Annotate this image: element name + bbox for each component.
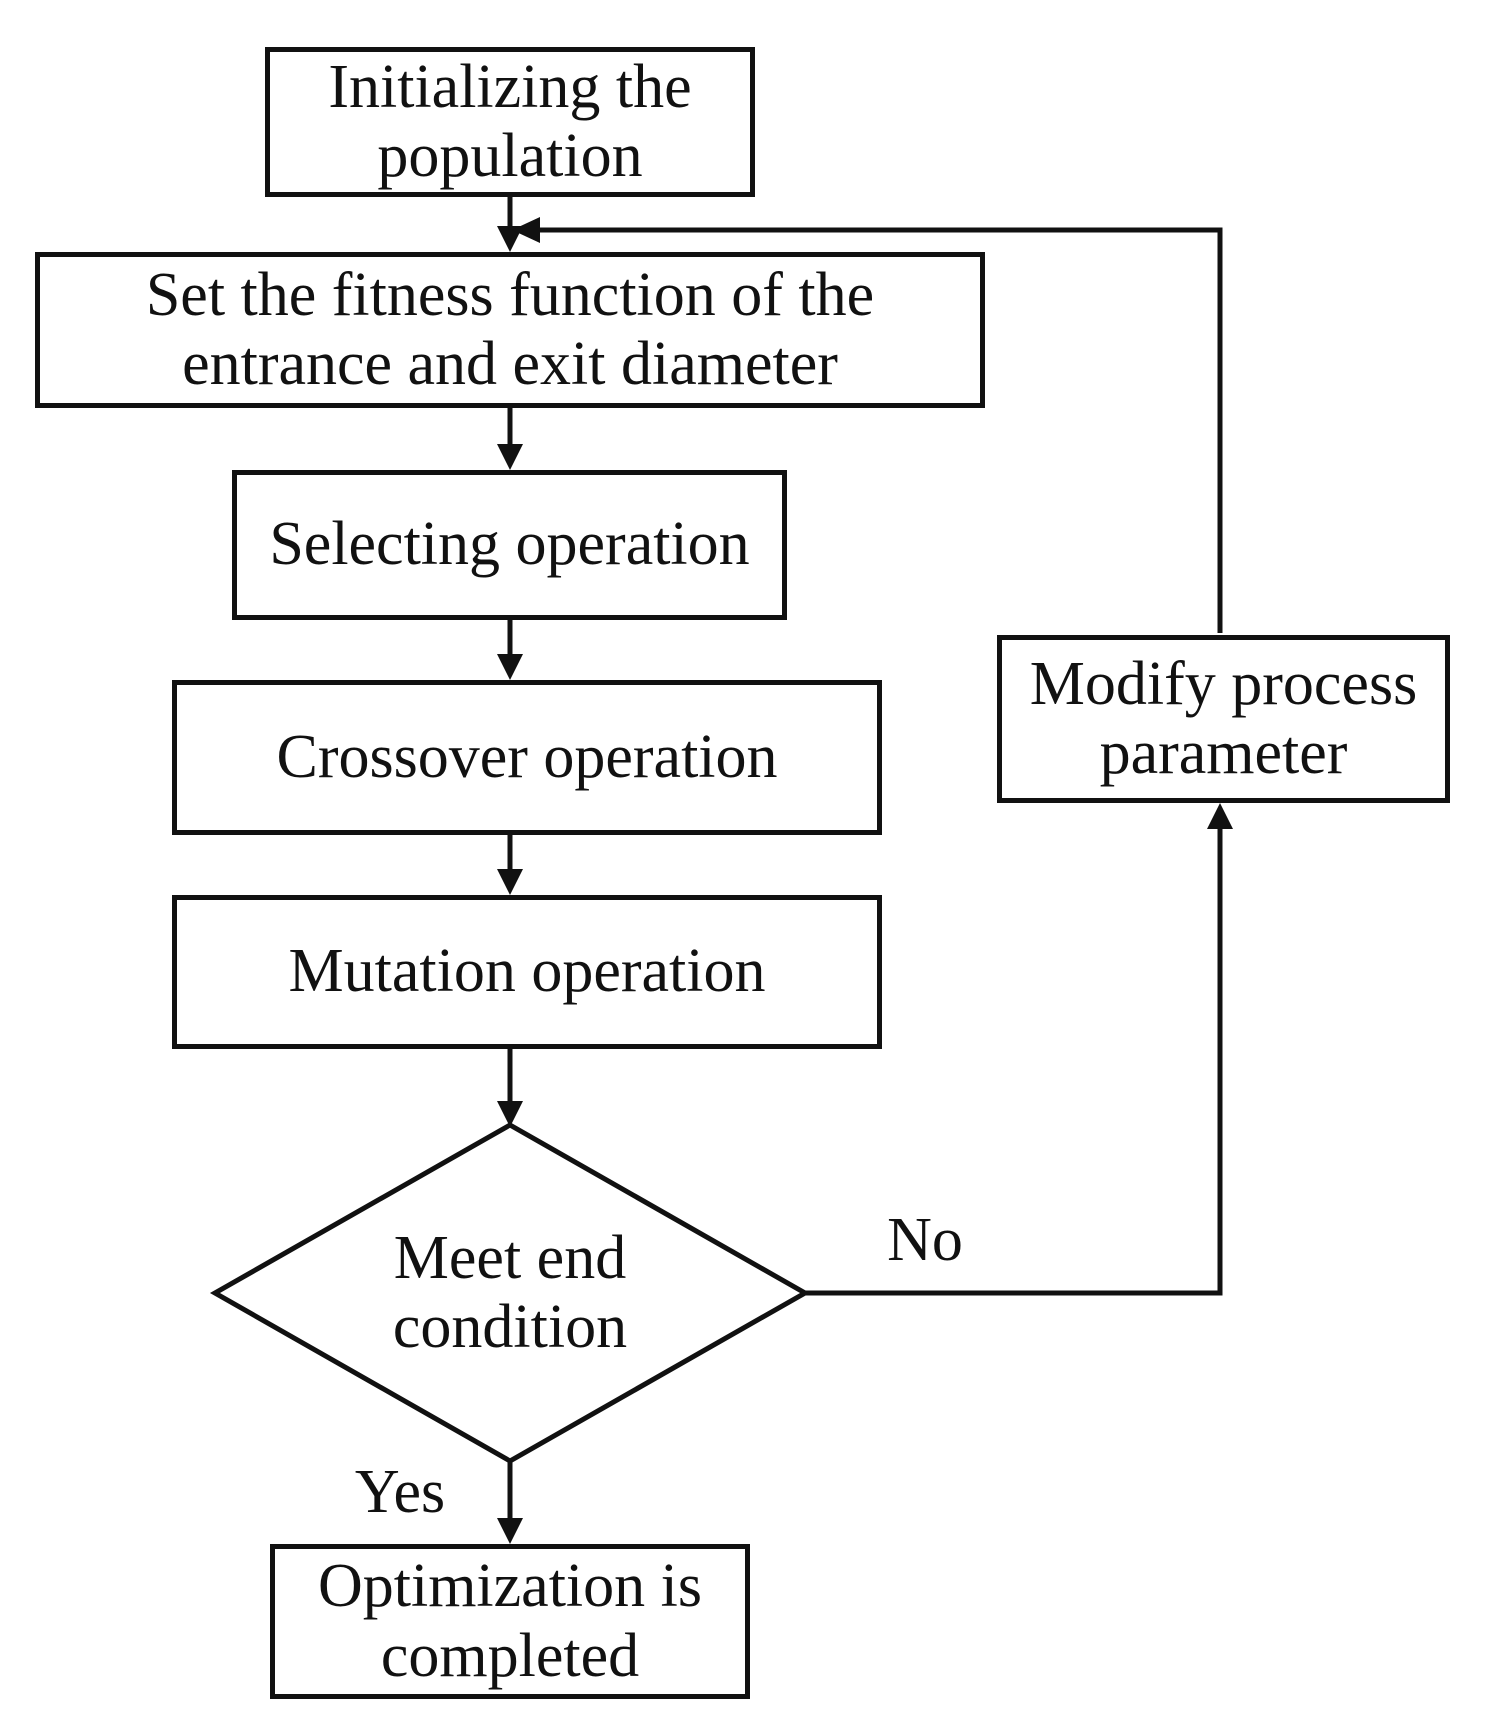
node-label-line: Optimization is — [317, 1552, 703, 1621]
node-label-line: entrance and exit diameter — [182, 330, 838, 398]
node-mutation-operation: Mutation operation — [172, 895, 882, 1049]
arrowhead-into-modify — [1207, 803, 1233, 829]
node-label-line: Meet end — [393, 1223, 627, 1292]
arrowhead-into-selecting — [497, 444, 523, 470]
arrowhead-into-crossover — [497, 654, 523, 680]
arrowhead-into-fitness — [497, 226, 523, 252]
node-label-line: parameter — [1099, 719, 1348, 787]
node-label-line: Crossover operation — [276, 722, 778, 791]
arrowhead-merge-left — [512, 217, 540, 243]
node-label-line: Initializing the — [328, 52, 692, 121]
node-meet-end-condition: Meet end condition — [310, 1193, 710, 1393]
edge-modify-to-merge — [540, 227, 1223, 633]
node-label-line: Selecting operation — [269, 510, 750, 579]
edge-label-yes: Yes — [354, 1458, 446, 1526]
node-label-line: Mutation operation — [288, 937, 766, 1006]
node-label-line: Modify process — [1029, 649, 1418, 718]
arrowhead-into-mutation — [497, 869, 523, 895]
node-label-line: Set the fitness function of the — [145, 260, 875, 329]
edge-no-to-modify — [805, 825, 1223, 1296]
edge-label-no: No — [887, 1206, 963, 1274]
node-set-fitness-function: Set the fitness function of the entrance… — [35, 252, 985, 408]
node-label-line: completed — [380, 1621, 640, 1690]
node-initializing-population: Initializing the population — [265, 47, 755, 197]
arrowhead-into-completed — [497, 1518, 523, 1544]
node-selecting-operation: Selecting operation — [232, 470, 787, 620]
node-label-line: population — [377, 122, 643, 190]
node-label-line: condition — [392, 1293, 628, 1361]
node-crossover-operation: Crossover operation — [172, 680, 882, 835]
arrowhead-into-decision — [497, 1101, 523, 1127]
node-optimization-completed: Optimization is completed — [270, 1544, 750, 1699]
node-modify-process-parameter: Modify process parameter — [997, 635, 1450, 803]
